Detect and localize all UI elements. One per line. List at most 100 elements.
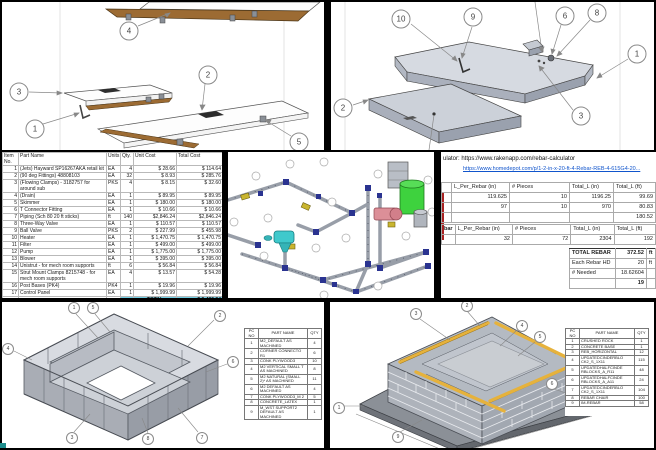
blocks-drawing (344, 310, 593, 448)
cell: 1 (120, 282, 134, 290)
callout-balloon-2: 2 (333, 98, 353, 118)
cell: $ 10.66 (133, 206, 177, 214)
cell: 4 (307, 383, 322, 395)
callout-balloon-3: 3 (9, 82, 29, 102)
cell: $ 395.00 (133, 255, 177, 263)
cell: 14 (2, 262, 19, 270)
cell: 1 (120, 241, 134, 249)
cell: $ 180.00 (133, 199, 177, 207)
cell: PKS (106, 227, 121, 235)
cell: 58 (634, 400, 649, 407)
callout-balloon-4: 4 (2, 343, 14, 355)
column-header: L_Per_Rebar (in) (454, 224, 513, 235)
cell: 20 (614, 258, 647, 269)
top-partial-panel (104, 2, 321, 24)
cell: 5 (2, 199, 19, 207)
cell: $ 54.28 (176, 269, 222, 283)
callout-balloon-8: 8 (142, 433, 154, 445)
column-header: Total Cost (176, 152, 222, 166)
cell (441, 234, 456, 245)
callout-balloon-5: 5 (87, 302, 99, 314)
cell: $ 56.84 (176, 262, 222, 270)
cell: 72 (511, 234, 572, 245)
leader-lines (344, 310, 593, 448)
table-row: 19 (569, 278, 656, 289)
callout-balloon-8: 8 (587, 3, 607, 23)
cell (441, 202, 452, 213)
cell: $ 180.00 (176, 199, 222, 207)
cell: 1 (120, 199, 134, 207)
cell: 1 (120, 192, 134, 200)
cell: EA (106, 234, 121, 242)
cell: Strut Mount Clamps 8215748 - for mech ro… (18, 269, 107, 283)
cell: $ 285.76 (176, 172, 222, 180)
cell: $ 56.84 (133, 262, 177, 270)
cell: $ 8.93 (133, 172, 177, 180)
homedepot-link[interactable]: https://www.homedepot.com/p/1-2-in-x-20-… (463, 166, 641, 172)
cell: PK4 (106, 282, 121, 290)
cell: $2,846.24 (176, 213, 222, 221)
cell: EA (106, 241, 121, 249)
cell: 9 (2, 227, 19, 235)
cell: EA (106, 255, 121, 263)
cell: $ 110.57 (176, 220, 222, 228)
cell: $ 10.66 (176, 206, 222, 214)
cell: (Jets) Hayward SP16267AKA retail kit (18, 165, 107, 173)
cell: $ 227.99 (133, 227, 177, 235)
cell: 10 (509, 192, 570, 203)
cell: $ 32.60 (176, 179, 222, 193)
cell: 1 (120, 206, 134, 214)
cell (441, 212, 452, 223)
cell: $ 114.64 (176, 165, 222, 173)
small-panel (63, 84, 173, 120)
column-header: Unit Cost (133, 152, 177, 166)
cell: 18.62604 (614, 268, 647, 279)
callout-balloon-1: 1 (25, 119, 45, 139)
piping-drawing (228, 157, 434, 298)
cell: 32 (120, 172, 134, 180)
cell: PKS (106, 179, 121, 193)
cell (569, 212, 614, 223)
column-header: QTY (634, 328, 649, 339)
cell: Ball Valve (18, 227, 107, 235)
column-header: L_Per_Rebar (in) (451, 182, 510, 193)
cell: EA (106, 248, 121, 256)
cell: T Connector Fitting (18, 206, 107, 214)
cell: EA (106, 199, 121, 207)
cell: $ 1,470.75 (133, 234, 177, 242)
cell: 1196.25 (569, 192, 614, 203)
small-slab (367, 83, 523, 144)
cell (18, 296, 107, 298)
panel-seams (43, 333, 207, 430)
callout-balloon-1: 1 (68, 302, 80, 314)
column-header: Units (106, 152, 121, 166)
tank-outer-walls (23, 313, 219, 441)
cell: $ 1,470.75 (176, 234, 222, 242)
cell: 11 (2, 241, 19, 249)
cell: $ 1,775.00 (176, 248, 222, 256)
cell: EA (106, 192, 121, 200)
cell: 10 (509, 202, 570, 213)
skimmer (263, 230, 295, 253)
column-header: # Pieces (509, 182, 570, 193)
cell: M_WST SUPPORT2 DEFAULT AS MACHINED (258, 404, 308, 420)
filter-tank (399, 179, 425, 215)
cell: 3 (2, 179, 19, 193)
cell: 7 (2, 213, 19, 221)
cell: 2 (2, 172, 19, 180)
